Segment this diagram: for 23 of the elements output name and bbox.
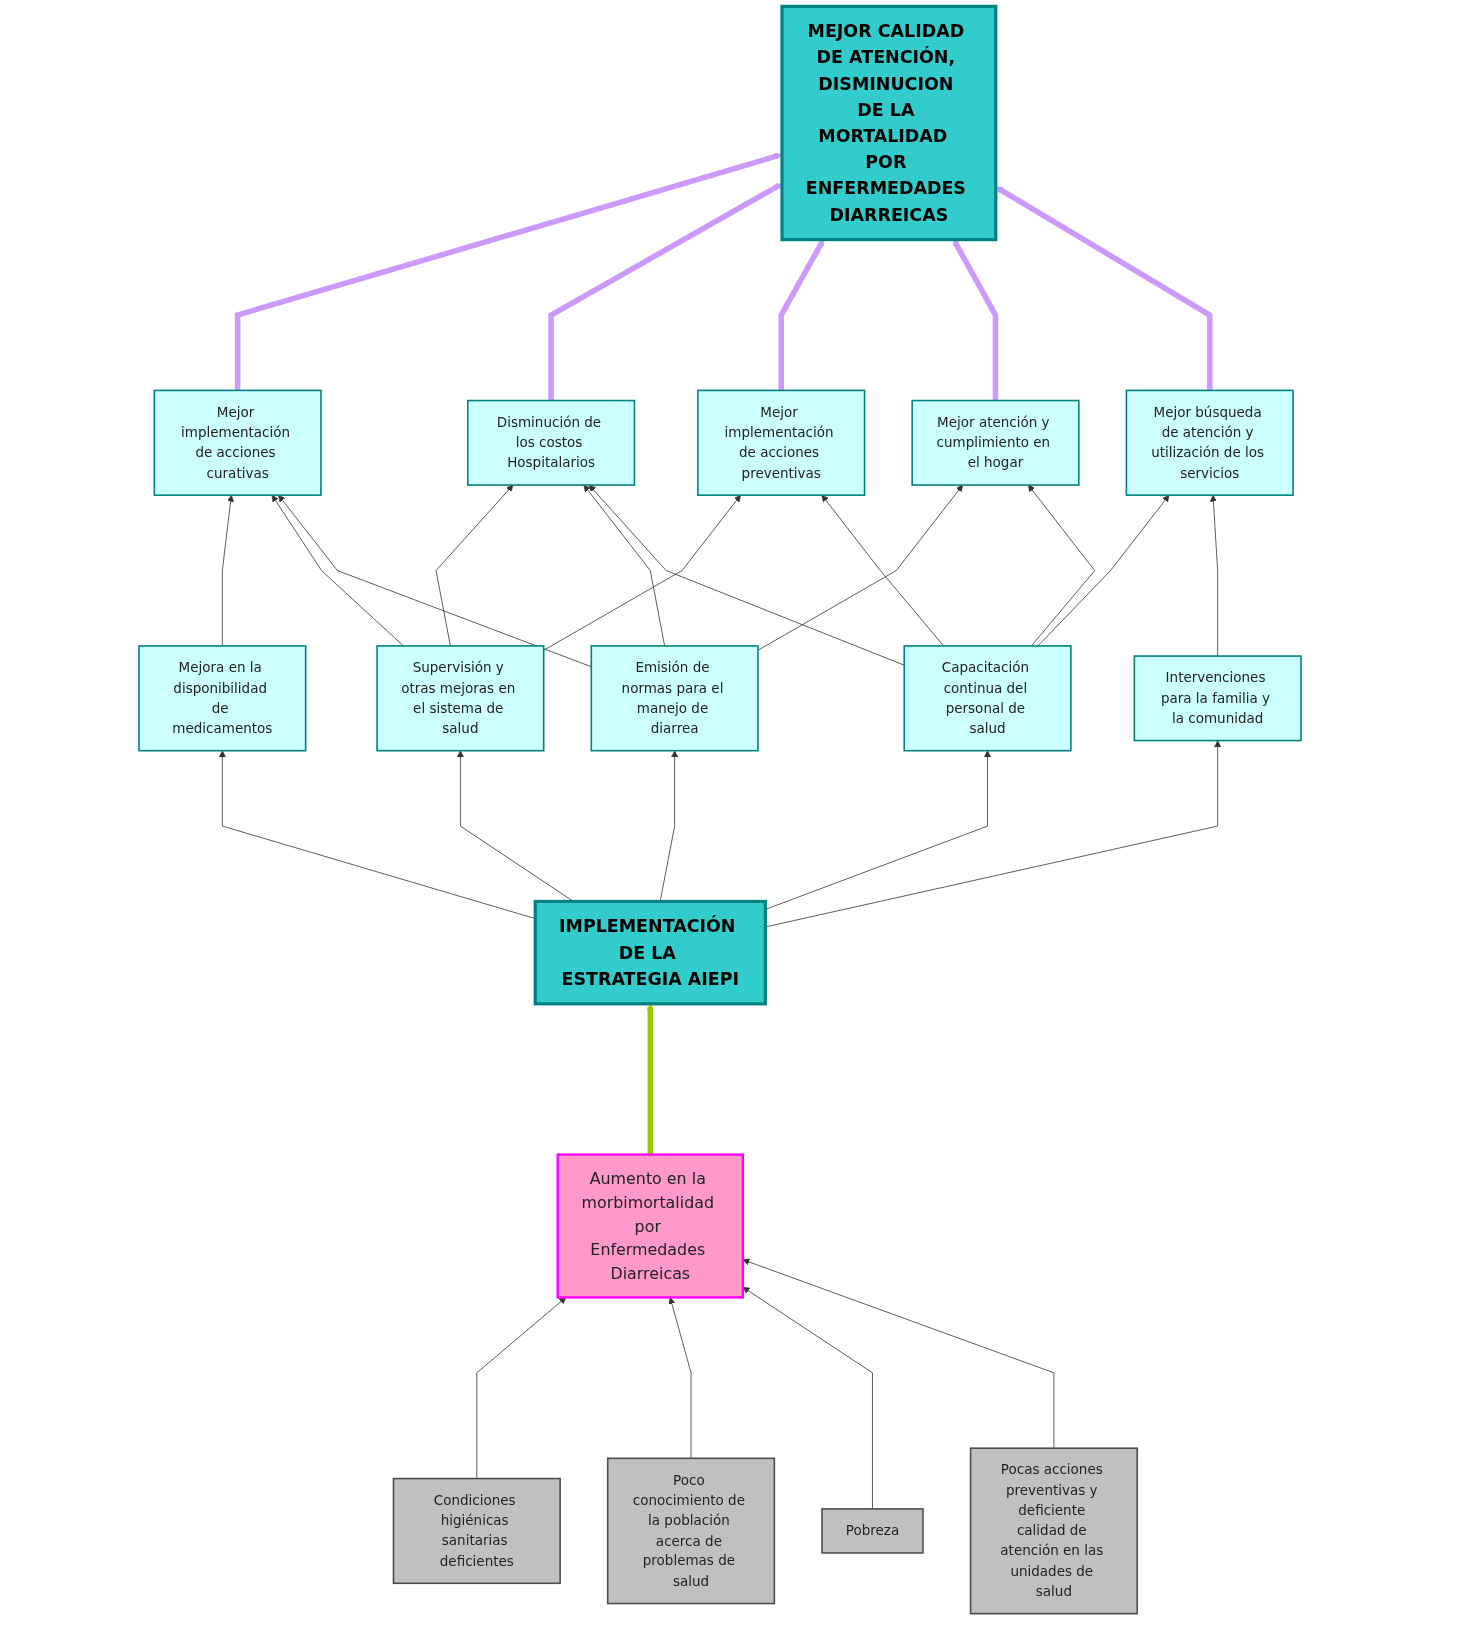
node-box: Aumento en la morbimortalidad por Enfermedades Diarreicas xyxy=(556,1153,745,1299)
node-box: Mejor búsqueda de atención y utilización de los servicios xyxy=(1125,389,1294,496)
arrow xyxy=(952,239,999,401)
arrow xyxy=(234,152,783,391)
node-box: MEJOR CALIDAD DE ATENCIÓN, DISMINUCION DE LA MORTALIDAD POR ENFERMEDADES DIARREICAS xyxy=(780,4,998,242)
arrow xyxy=(995,186,1213,391)
node-box: Pobreza xyxy=(821,1508,924,1554)
node-box: Poco conocimiento de la población acerca de problemas de salud xyxy=(606,1457,776,1605)
node-box: Mejor atención y cumplimiento en el hogar xyxy=(911,399,1080,486)
arrow xyxy=(646,1003,654,1155)
node-box: IMPLEMENTACIÓN DE LA ESTRATEGIA AIEPI xyxy=(533,899,767,1006)
node-box: Mejor implementación de acciones curativas xyxy=(153,389,322,496)
node-box: Intervenciones para la familia y la comunidad xyxy=(1133,655,1302,742)
node-box: Supervisión y otras mejoras en el sistema de salud xyxy=(376,645,545,752)
node-box: Emisión de normas para el manejo de diarrea xyxy=(590,645,759,752)
node-box: Mejora en la disponibilidad de medicamentos xyxy=(138,645,307,752)
arrow xyxy=(778,239,825,391)
node-box: Capacitación continua del personal de salud xyxy=(903,645,1072,752)
node-box: Condiciones higiénicas sanitarias deficientes xyxy=(392,1477,561,1585)
node-box: Pocas acciones preventivas y deficiente calidad de atención en las unidades de salud xyxy=(969,1447,1139,1615)
node-box: Disminución de los costos Hospitalarios xyxy=(467,399,636,486)
arrow xyxy=(548,182,783,401)
node-box: Mejor implementación de acciones preventivas xyxy=(697,389,866,496)
